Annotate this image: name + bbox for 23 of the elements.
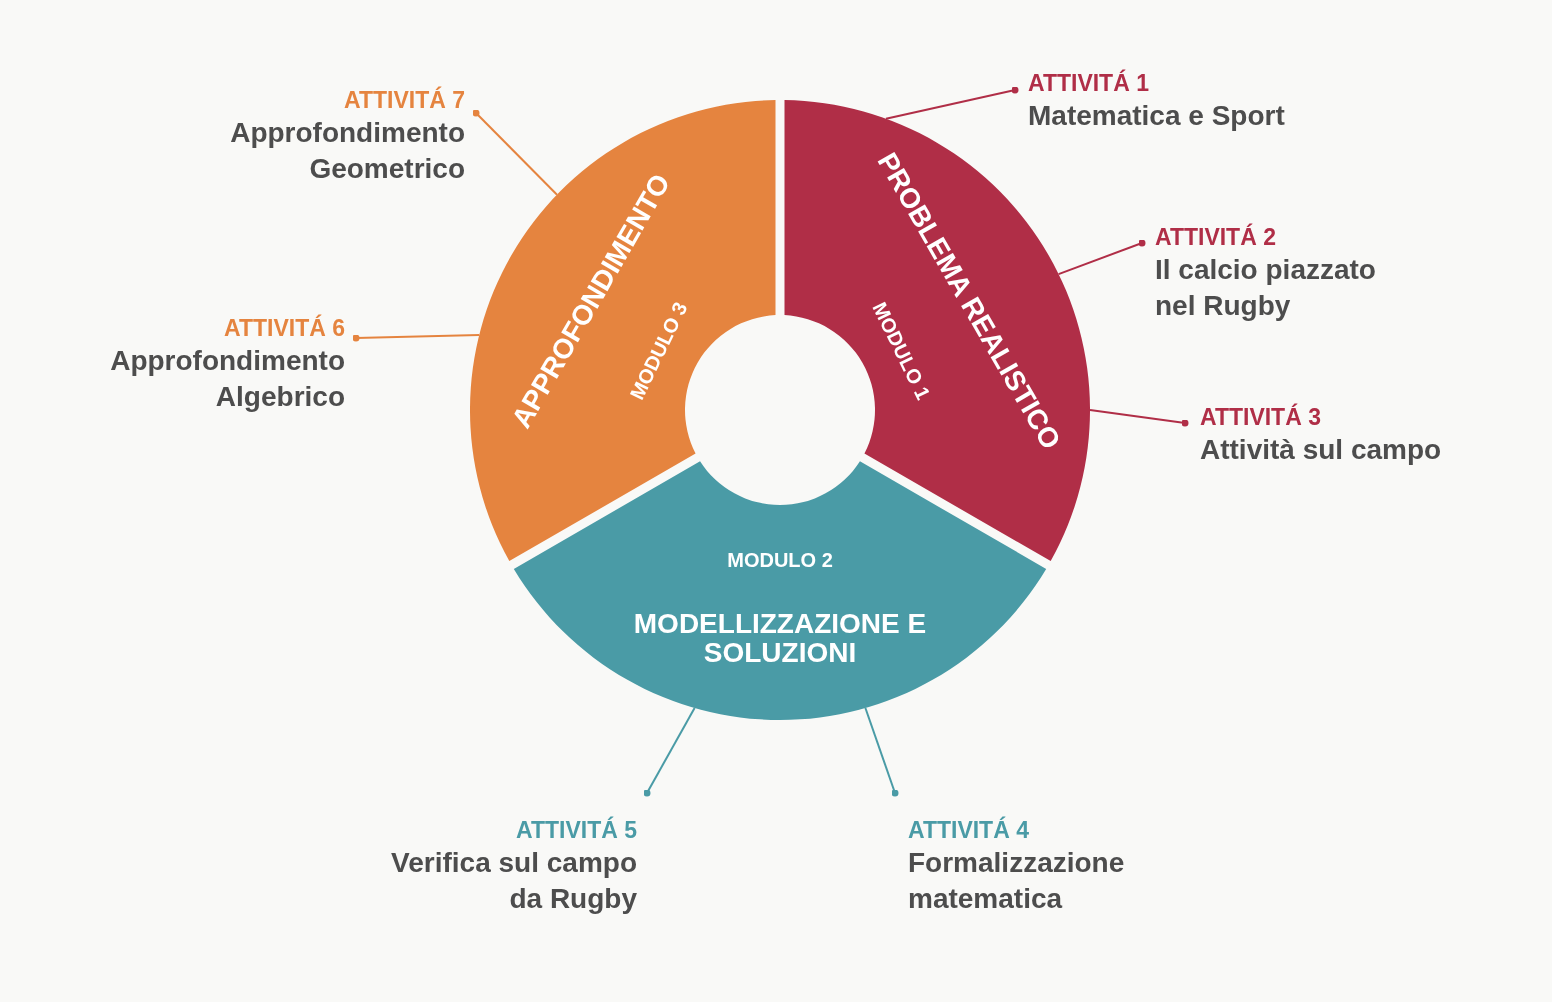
leader-line	[864, 707, 899, 797]
activity-title: Attività sul campo	[1200, 433, 1442, 467]
activity-heading: ATTIVITÁ 5	[516, 815, 637, 845]
module-number: MODULO 2	[727, 549, 833, 571]
module-title: MODELLIZZAZIONE E SOLUZIONI	[632, 608, 928, 668]
activity-heading: ATTIVITÁ 4	[908, 815, 1029, 845]
leader-line	[1089, 409, 1189, 427]
leader-line	[643, 707, 696, 797]
activity-heading: ATTIVITÁ 1	[1028, 68, 1149, 98]
activity-heading: ATTIVITÁ 2	[1155, 222, 1276, 252]
activity-title: Approfondimento Algebrico	[109, 344, 345, 414]
activity-title: Verifica sul campo da Rugby	[390, 846, 637, 916]
leader-line	[352, 334, 481, 342]
leader-line	[1057, 239, 1146, 276]
activity-title: Approfondimento Geometrico	[229, 116, 465, 186]
activity-title: Il calcio piazzato nel Rugby	[1155, 253, 1377, 323]
leader-line	[472, 109, 558, 196]
leader-line	[885, 86, 1019, 120]
activity-heading: ATTIVITÁ 6	[224, 313, 345, 343]
activity-heading: ATTIVITÁ 7	[344, 85, 465, 115]
activity-title: Matematica e Sport	[1028, 99, 1285, 133]
activity-title: Formalizzazione matematica	[908, 846, 1126, 916]
activity-heading: ATTIVITÁ 3	[1200, 402, 1321, 432]
